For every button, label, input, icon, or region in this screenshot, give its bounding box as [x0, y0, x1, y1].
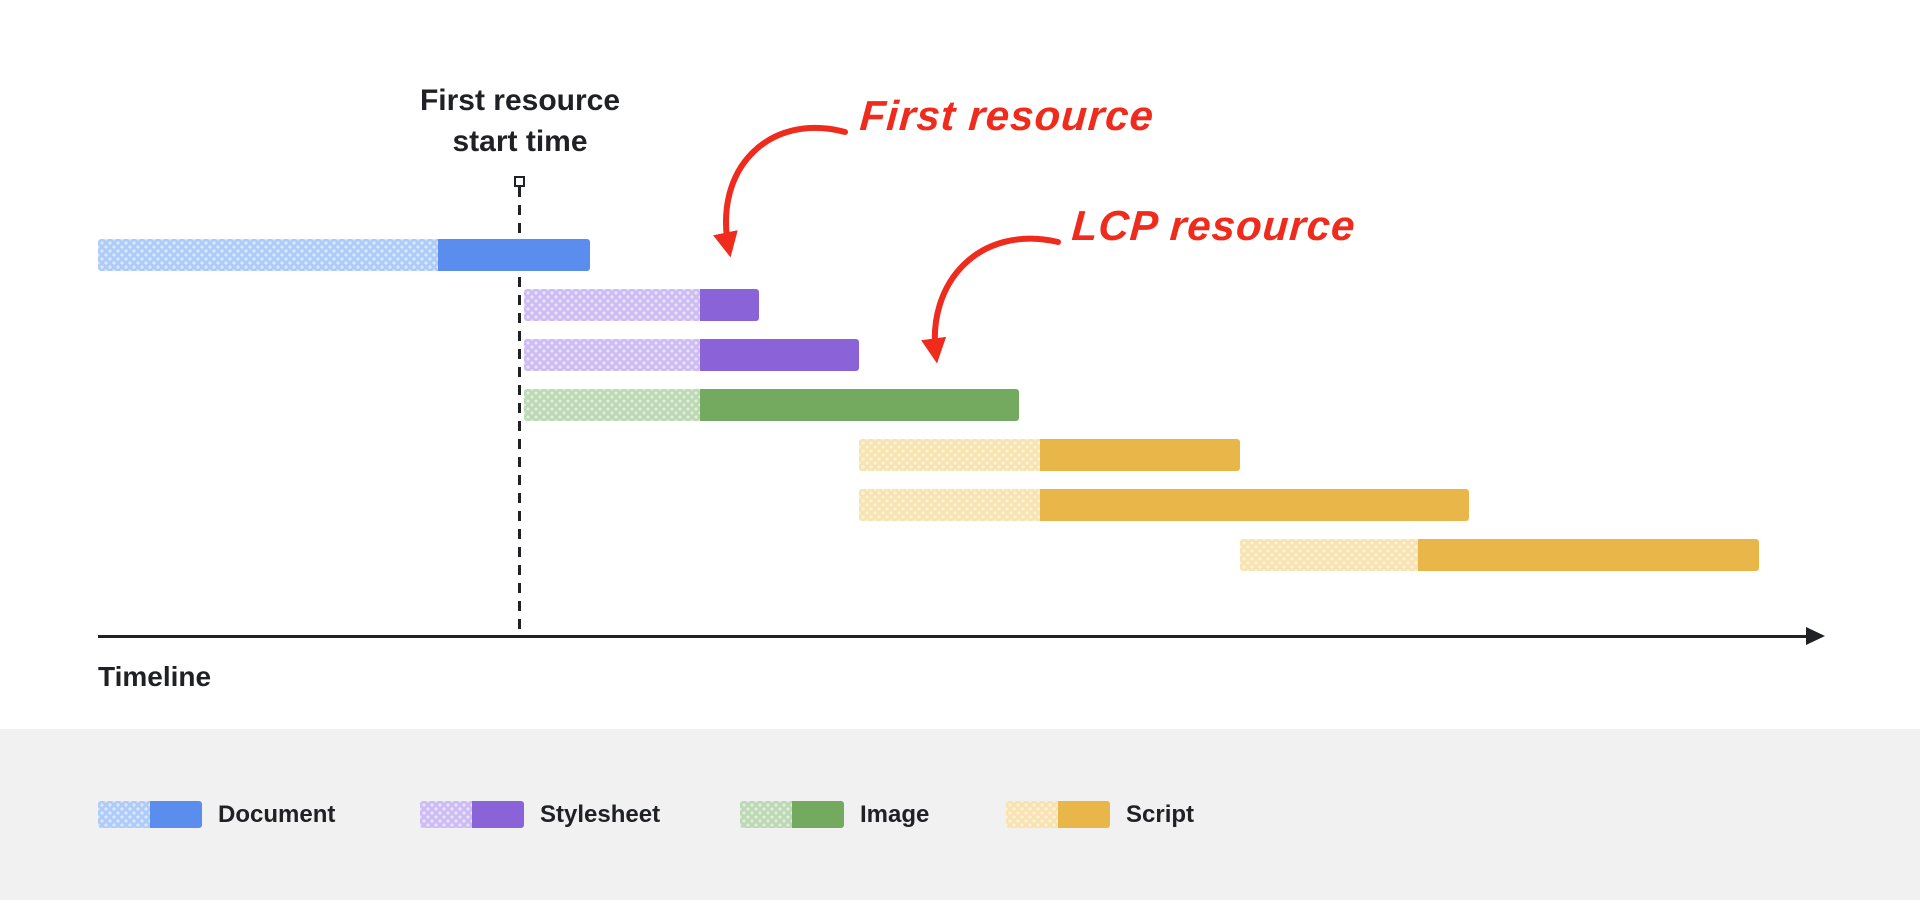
- bar-stylesheet: [524, 339, 859, 371]
- start-time-label: First resource start time: [320, 80, 720, 163]
- timeline-axis: [98, 635, 1812, 638]
- bar-stylesheet: [524, 289, 759, 321]
- bar-script: [859, 439, 1240, 471]
- legend-swatch-dark: [150, 801, 202, 828]
- legend-label: Image: [860, 800, 930, 828]
- bar-segment-download: [700, 339, 859, 371]
- legend-swatch-dark: [792, 801, 844, 828]
- legend-swatch-dark: [472, 801, 524, 828]
- legend-label: Stylesheet: [540, 800, 661, 828]
- legend-swatch-light: [740, 801, 792, 828]
- legend-swatch-light: [420, 801, 472, 828]
- bar-script: [1240, 539, 1759, 571]
- legend-item-script: Script: [1006, 729, 1194, 900]
- legend-swatch-script-icon: [1006, 801, 1110, 828]
- bar-segment-queued: [1240, 539, 1418, 571]
- bar-segment-queued: [524, 389, 700, 421]
- bar-segment-queued: [524, 339, 700, 371]
- bar-segment-queued: [859, 439, 1040, 471]
- bar-segment-download: [1418, 539, 1759, 571]
- bar-image: [524, 389, 1019, 421]
- legend-swatch-image-icon: [740, 801, 844, 828]
- bar-segment-download: [700, 389, 1019, 421]
- start-line-handle-icon: [514, 176, 525, 187]
- legend-item-image: Image: [740, 729, 929, 900]
- start-time-label-line1: First resource: [419, 84, 621, 117]
- timeline-label: Timeline: [98, 661, 212, 692]
- legend-swatch-light: [98, 801, 150, 828]
- legend-label: Script: [1126, 800, 1195, 828]
- bar-segment-queued: [859, 489, 1040, 521]
- legend-swatch-dark: [1058, 801, 1110, 828]
- bar-segment-queued: [524, 289, 700, 321]
- bar-segment-download: [1040, 439, 1240, 471]
- bar-segment-download: [700, 289, 759, 321]
- bar-segment-download: [1040, 489, 1469, 521]
- first-resource-start-line: [518, 187, 521, 637]
- bar-segment-download: [438, 239, 590, 271]
- legend-item-stylesheet: Stylesheet: [420, 729, 660, 900]
- timeline-axis-arrowhead-icon: [1806, 627, 1825, 645]
- legend-item-document: Document: [98, 729, 335, 900]
- legend: Document Stylesheet Image Script: [0, 729, 1920, 900]
- bar-segment-queued: [98, 239, 438, 271]
- legend-swatch-light: [1006, 801, 1058, 828]
- first-resource-callout: First resource: [858, 92, 1156, 139]
- lcp-resource-callout: LCP resource: [1070, 202, 1358, 249]
- bar-script: [859, 489, 1469, 521]
- legend-swatch-stylesheet-icon: [420, 801, 524, 828]
- bar-document: [98, 239, 590, 271]
- legend-swatch-document-icon: [98, 801, 202, 828]
- start-time-label-line2: start time: [452, 125, 588, 159]
- legend-label: Document: [218, 800, 336, 828]
